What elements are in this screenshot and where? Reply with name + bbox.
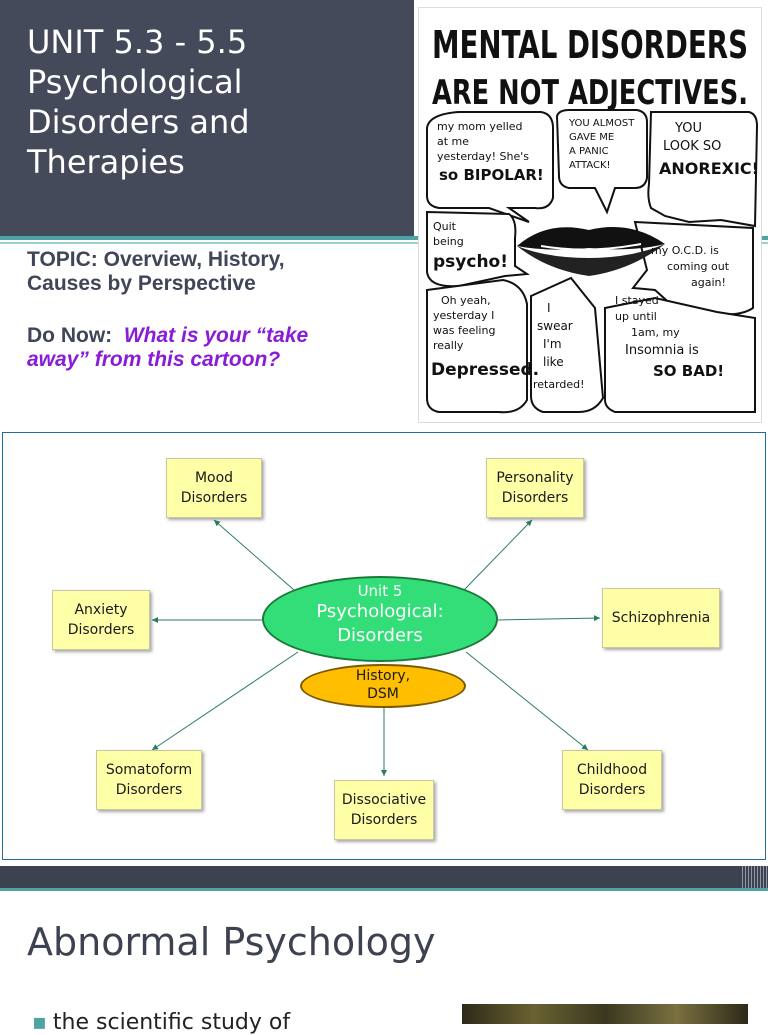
dissociative-label-1: Dissociative	[341, 792, 427, 808]
do-now-label: Do Now:	[27, 324, 113, 347]
schizophrenia-box: Schizophrenia	[602, 588, 720, 648]
arrow-to-mood	[213, 519, 295, 591]
somatoform-label-1: Somatoform	[105, 762, 193, 778]
do-now: Do Now: What is your “take away” from th…	[27, 324, 407, 372]
personality-label-2: Disorders	[501, 490, 569, 506]
accent-divider-light	[0, 242, 768, 244]
slide-title: UNIT 5.3 - 5.5 Psychological Disorders a…	[27, 22, 407, 182]
history-dsm-node: History, DSM	[300, 664, 466, 708]
slide-3: Abnormal Psychology ▪the scientific stud…	[0, 866, 768, 1035]
childhood-label-2: Disorders	[578, 782, 646, 798]
anxiety-label-2: Disorders	[67, 622, 135, 638]
schizophrenia-label: Schizophrenia	[611, 610, 711, 626]
mood-label-2: Disorders	[180, 490, 248, 506]
arrow-to-somatoform	[151, 651, 299, 751]
mood-label-1: Mood	[194, 470, 234, 486]
topic-text: TOPIC: Overview, History, Causes by Pers…	[27, 248, 407, 296]
topic-line-1: TOPIC: Overview, History,	[27, 248, 285, 271]
personality-label-1: Personality	[496, 470, 574, 486]
anxiety-label-1: Anxiety	[74, 602, 128, 618]
bubble-8	[604, 296, 756, 413]
title-line-3: Disorders and	[27, 103, 250, 141]
center-node-title-2: Disorders	[337, 625, 423, 646]
title-line-2: Psychological	[27, 63, 243, 101]
slide-3-header-band	[0, 866, 768, 888]
slide-3-header-stripes	[740, 866, 768, 888]
topic-line-2: Causes by Perspective	[27, 272, 256, 295]
bullet-icon: ▪	[32, 1010, 47, 1035]
slide-3-title: Abnormal Psychology	[27, 920, 436, 964]
do-now-question-1: What is your “take	[123, 324, 309, 347]
title-band	[0, 0, 414, 236]
cartoon-image: MENTAL DISORDERS ARE NOT ADJECTIVES.	[418, 7, 762, 423]
title-line-1: UNIT 5.3 - 5.5	[27, 23, 248, 61]
slide-3-bullet-text: the scientific study of	[52, 1010, 291, 1035]
arrow-to-personality	[463, 519, 533, 591]
accent-divider	[0, 236, 768, 240]
history-label: History,	[355, 668, 411, 684]
slide-3-accent-line	[0, 888, 768, 891]
bubble-6	[426, 278, 528, 414]
dsm-label: DSM	[367, 686, 399, 702]
slide-3-image	[462, 1004, 748, 1024]
do-now-question-2: away” from this cartoon?	[27, 348, 281, 371]
slide-3-bullet: ▪the scientific study of	[32, 1010, 290, 1035]
center-node-title-1: Psychological:	[316, 601, 444, 622]
bubble-3	[647, 111, 759, 228]
slide-1: UNIT 5.3 - 5.5 Psychological Disorders a…	[0, 0, 768, 425]
arrow-to-schizophrenia	[497, 615, 601, 622]
bubble-4	[426, 210, 530, 288]
cartoon-header-2: ARE NOT ADJECTIVES.	[432, 73, 748, 113]
bubble-1	[426, 111, 554, 223]
childhood-label-1: Childhood	[576, 762, 648, 778]
center-node-unit: Unit 5	[357, 582, 403, 600]
center-node: Unit 5 Psychological: Disorders	[262, 576, 498, 662]
title-line-4: Therapies	[27, 143, 185, 181]
bubble-2	[555, 109, 648, 215]
bubble-7	[530, 276, 605, 413]
dissociative-label-2: Disorders	[350, 812, 418, 828]
arrow-to-childhood	[465, 651, 589, 751]
somatoform-label-2: Disorders	[115, 782, 183, 798]
cartoon-header-1: MENTAL DISORDERS	[432, 23, 748, 67]
lips-drawing	[517, 227, 665, 276]
